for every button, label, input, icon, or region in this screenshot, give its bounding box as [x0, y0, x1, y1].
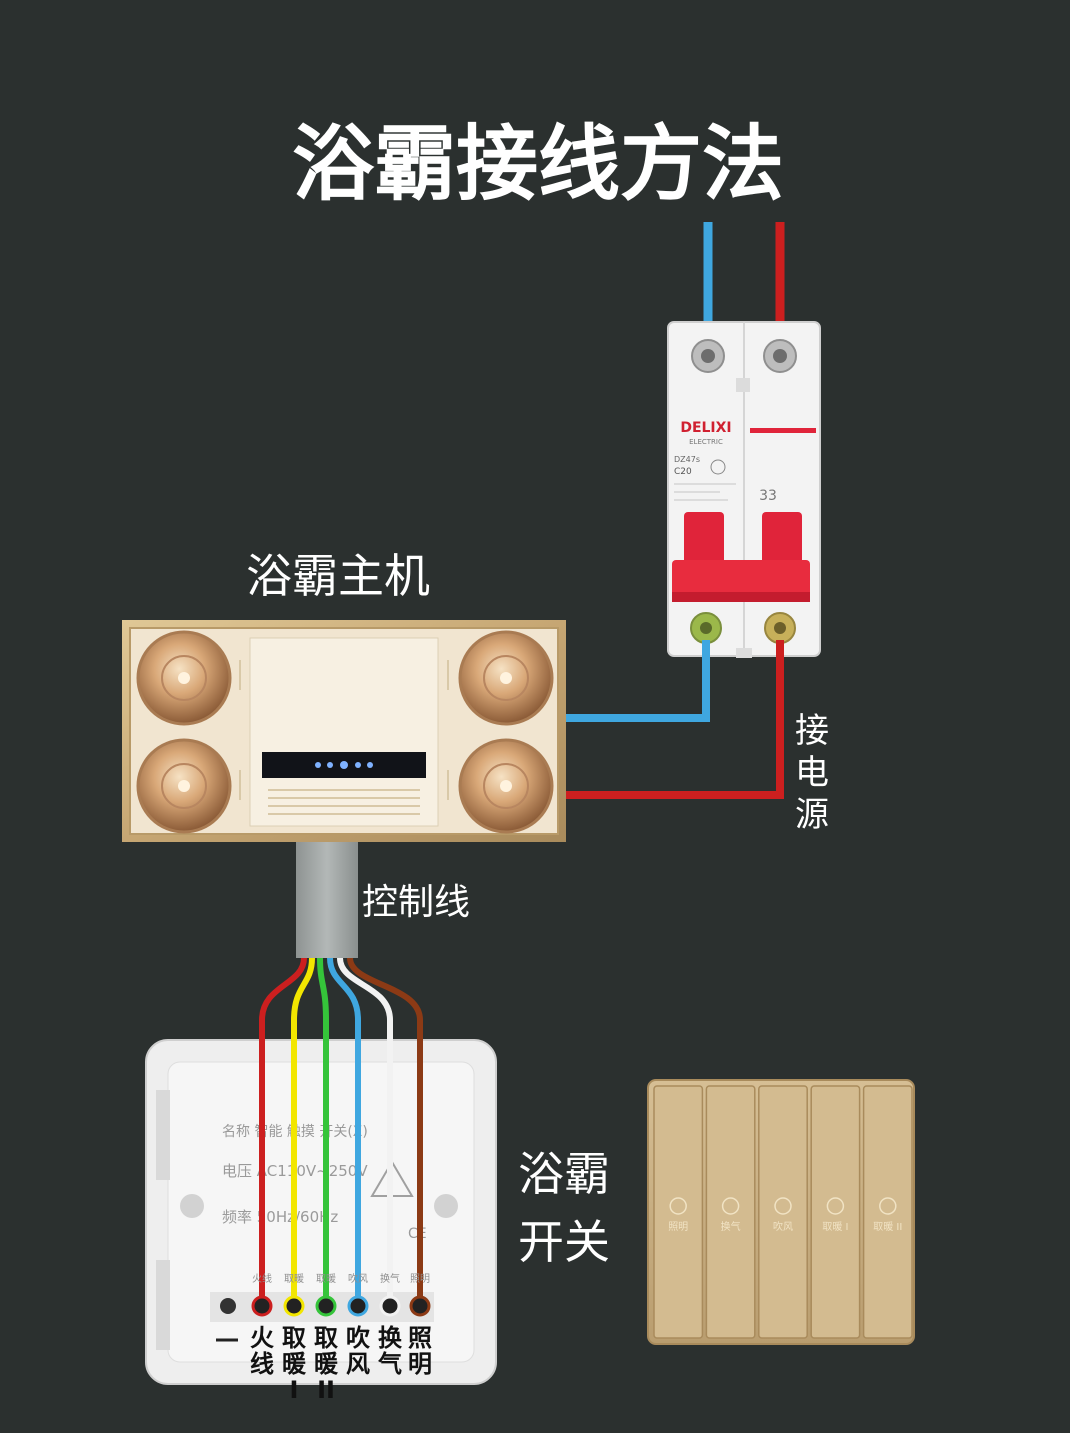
heat-lamp-bottom-right — [458, 738, 554, 834]
heat-lamp-bottom-left — [136, 738, 232, 834]
breaker-model: DZ47s — [674, 455, 700, 464]
terminal-label-1-2: 线 — [250, 1350, 274, 1378]
control-cable — [296, 842, 358, 958]
breaker-number-mark: 33 — [759, 488, 777, 504]
terminal-label-3-3: II — [317, 1376, 335, 1404]
terminal-label-6-2: 明 — [408, 1350, 432, 1378]
switch-terminal-3 — [315, 1295, 337, 1317]
switch-key-5 — [862, 1085, 913, 1339]
breaker-handle-left — [684, 512, 724, 572]
terminal-label-4-2: 风 — [346, 1350, 370, 1378]
switch-key-icon-1 — [669, 1197, 687, 1215]
page-title: 浴霸接线方法 — [292, 117, 784, 212]
switch-key-label-2: 换气 — [721, 1220, 741, 1233]
bath-heater-host — [122, 620, 566, 842]
switch-key-icon-4 — [826, 1197, 845, 1215]
power-label-char-3: 源 — [795, 795, 829, 835]
heat-lamp-top-right — [458, 630, 554, 726]
terminal-label-5-2: 气 — [377, 1350, 402, 1378]
switch-freq-line: 频率 50Hz/60Hz — [222, 1208, 338, 1226]
switch-terminal-4 — [347, 1295, 369, 1317]
control-wires — [259, 957, 423, 1300]
terminal-label-1-1: 火 — [250, 1324, 274, 1352]
switch-key-label-1: 照明 — [668, 1221, 688, 1233]
circuit-breaker: DELIXI ELECTRIC DZ47s C20 33 — [667, 321, 821, 658]
terminal-label-2-1: 取 — [282, 1324, 306, 1352]
switch-label-line-1: 浴霸 — [518, 1147, 610, 1201]
terminal-label-4-1: 吹 — [346, 1324, 370, 1352]
switch-label-line-2: 开关 — [518, 1215, 610, 1269]
terminal-label-2-3: I — [290, 1376, 299, 1404]
live-wire-to-host — [566, 640, 784, 799]
switch-key-label-5: 取暖 II — [873, 1220, 902, 1233]
terminal-small-label-1: 火线 — [252, 1272, 272, 1285]
control-wire-2 — [291, 957, 315, 1300]
power-label-char-2: 电 — [795, 753, 829, 793]
switch-terminal-6 — [409, 1295, 431, 1317]
terminal-small-label-3: 取暖 — [316, 1272, 336, 1285]
terminal-small-label-5: 换气 — [380, 1272, 400, 1285]
terminal-small-label-2: 取暖 — [284, 1272, 304, 1285]
switch-back-box: 名称 智能 触摸 开关(X) 电压 AC110V~250V 频率 50Hz/60… — [145, 1039, 497, 1385]
switch-key-label-4: 取暖 I — [822, 1220, 848, 1233]
terminal-label-3-2: 暖 — [314, 1350, 339, 1378]
control-wire-5 — [337, 957, 393, 1300]
control-wire-4 — [327, 957, 361, 1300]
control-wire-1 — [259, 957, 307, 1300]
breaker-rating: C20 — [674, 467, 692, 477]
terminal-label-5-1: 换 — [378, 1324, 403, 1352]
terminal-small-label-4: 吹风 — [348, 1272, 368, 1285]
switch-key-icon-3 — [774, 1197, 792, 1215]
control-wire-6 — [347, 957, 423, 1300]
switch-key-icon-2 — [721, 1197, 740, 1215]
heat-lamp-top-left — [136, 630, 232, 726]
breaker-brand-sub: ELECTRIC — [689, 438, 723, 446]
terminal-small-label-6: 照明 — [410, 1273, 430, 1285]
power-label-char-1: 接 — [795, 711, 829, 751]
switch-key-4 — [810, 1085, 861, 1339]
breaker-brand: DELIXI — [680, 420, 731, 436]
host-label: 浴霸主机 — [246, 549, 430, 603]
switch-terminal-1 — [251, 1295, 273, 1317]
switch-key-icon-5 — [879, 1197, 897, 1215]
switch-key-3 — [758, 1085, 808, 1339]
terminal-label-6-1: 照 — [408, 1324, 432, 1352]
terminal-label-3-1: 取 — [314, 1324, 338, 1352]
switch-terminal-2 — [283, 1295, 305, 1317]
switch-terminal-5 — [379, 1295, 401, 1317]
switch-key-2 — [705, 1085, 756, 1339]
switch-key-1 — [653, 1085, 704, 1339]
switch-key-label-3: 吹风 — [773, 1220, 793, 1233]
control-wire-3 — [317, 957, 329, 1300]
control-wire-label: 控制线 — [362, 882, 470, 923]
switch-panel: 照明 换气 吹风 取暖 I 取暖 II — [647, 1079, 915, 1345]
breaker-handle-right — [762, 512, 802, 572]
neutral-wire-to-host — [566, 640, 710, 722]
terminal-label-2-2: 暖 — [282, 1350, 307, 1378]
